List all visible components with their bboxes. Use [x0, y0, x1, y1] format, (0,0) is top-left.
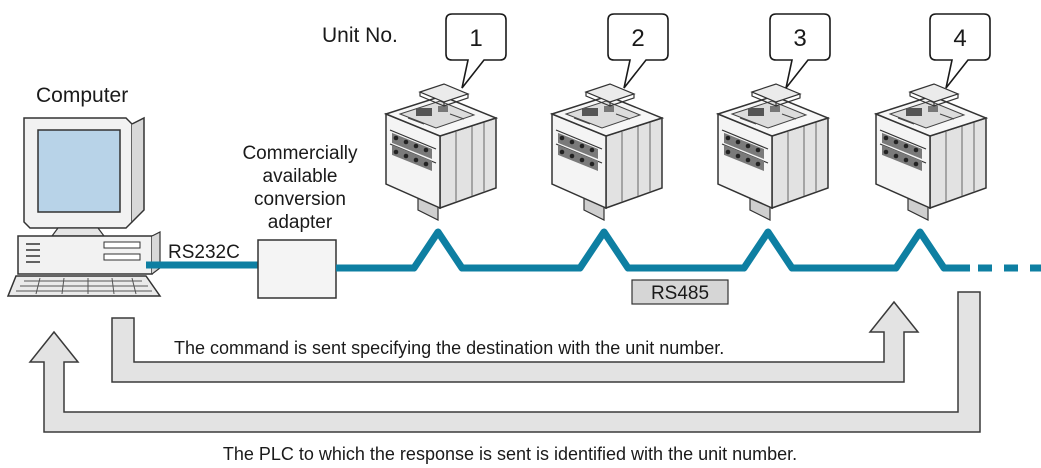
adapter-label-line-3: conversion [254, 189, 346, 210]
rs485-label: RS485 [651, 283, 709, 304]
command-arrow [111, 300, 920, 383]
plc-unit-4 [875, 83, 987, 221]
unit-callout-4: 4 [929, 13, 991, 89]
unit-callout-2: 2 [607, 13, 669, 89]
conversion-adapter [257, 239, 337, 299]
plc-unit-2 [551, 83, 663, 221]
unit-number-1: 1 [469, 25, 482, 52]
adapter-label-line-1: Commercially [242, 143, 358, 164]
rs485-line [336, 228, 970, 272]
unit-no-label: Unit No. [322, 24, 398, 47]
adapter-label-line-4: adapter [268, 212, 333, 233]
unit-number-2: 2 [631, 25, 644, 52]
response-arrow [28, 291, 981, 433]
plc-unit-3 [717, 83, 829, 221]
computer-icon [6, 116, 162, 297]
computer-label: Computer [36, 84, 128, 107]
plc-unit-1 [385, 83, 497, 221]
unit-number-3: 3 [793, 25, 806, 52]
command-caption: The command is sent specifying the desti… [174, 338, 724, 358]
response-caption: The PLC to which the response is sent is… [223, 444, 797, 464]
unit-callout-3: 3 [769, 13, 831, 89]
unit-callout-1: 1 [445, 13, 507, 89]
rs485-label-box [631, 279, 729, 305]
rs232c-label: RS232C [168, 242, 240, 263]
unit-number-4: 4 [953, 25, 966, 52]
adapter-label-line-2: available [263, 166, 338, 187]
